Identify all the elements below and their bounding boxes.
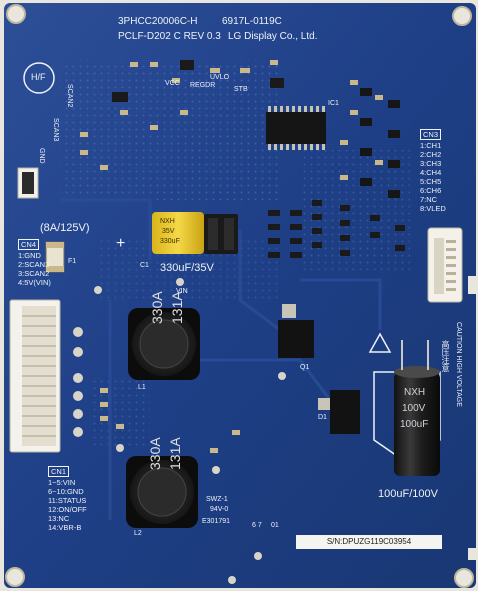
board-revision: PCLF-D202 C REV 0.3 <box>118 31 221 42</box>
hf-mark: H/F <box>31 72 46 82</box>
label-stb: STB <box>234 86 248 93</box>
main-controller-ic <box>266 106 326 150</box>
fuse-f1 <box>45 241 65 273</box>
inductor-l1-code-bottom: 131A <box>169 291 185 324</box>
caution-text: CAUTION HIGH VOLTAGE <box>455 322 462 407</box>
fuse-rating: (8A/125V) <box>40 222 90 234</box>
cn3-pin-6: 6:CH6 <box>420 186 442 195</box>
inductor-l2-code-top: 330A <box>147 437 163 470</box>
cn3-pin-5: 5:CH5 <box>420 177 442 186</box>
cn1-pin-1: 1~5:VIN <box>48 478 76 487</box>
label-uvlo: UVLO <box>210 74 230 81</box>
cap-left-rating: 330uF/35V <box>160 262 214 274</box>
date-code: E301791 <box>202 518 231 525</box>
cn4-pin-1: 1:GND <box>18 251 41 260</box>
label-gnd: GND <box>38 148 45 164</box>
diode-d1 <box>318 390 360 434</box>
cap-left-brand: NXH <box>160 218 175 225</box>
mounting-holes <box>5 4 474 588</box>
label-l1: L1 <box>138 384 146 391</box>
cap-right-brand: NXH <box>404 387 426 398</box>
label-scan3: SCAN3 <box>52 118 59 142</box>
lot-mark: 6 7 <box>252 522 262 529</box>
cn3-pin-4: 4:CH4 <box>420 168 442 177</box>
inductor-l1-code-top: 330A <box>149 291 165 324</box>
inductor-l1 <box>128 308 200 380</box>
lot-mark-2: 01 <box>271 522 279 529</box>
hf-mark-circle <box>23 62 55 94</box>
board-model: 6917L-0119C <box>222 16 282 27</box>
cap-left-voltage: 35V <box>162 228 175 235</box>
cap-right-voltage: 100V <box>402 403 426 414</box>
cn1-pin-2: 6~10:GND <box>48 487 84 496</box>
capacitor-100uf <box>373 340 441 476</box>
cn3-pin-1: 1:CH1 <box>420 141 442 150</box>
label-vcc: VCC <box>165 80 180 87</box>
board-part-number: 3PHCC20006C-H <box>118 16 198 27</box>
cn4-title: CN4 <box>18 239 40 250</box>
cn3-title: CN3 <box>420 129 442 140</box>
caution-text-jp: 高压注意 <box>441 340 450 372</box>
cn1-title: CN1 <box>48 466 70 477</box>
cn1-pin-5: 13:NC <box>48 514 70 523</box>
board-manufacturer: LG Display Co., Ltd. <box>228 31 318 42</box>
label-vin: VIN <box>176 288 188 295</box>
cap-right-rating: 100uF/100V <box>378 488 438 500</box>
cn3-pin-8: 8:VLED <box>420 204 446 213</box>
swz-mark: SWZ-1 <box>206 496 228 503</box>
caution-triangle-icon <box>368 332 392 353</box>
cn1-pin-3: 11:STATUS <box>48 496 87 505</box>
capacitor-330uf <box>152 212 238 254</box>
cn3-pin-3: 3:CH3 <box>420 159 442 168</box>
cn3-pin-2: 2:CH2 <box>420 150 442 159</box>
cn1-pin-4: 12:ON/OFF <box>48 505 87 514</box>
cn1-pin-6: 14:VBR-B <box>48 523 82 532</box>
label-regdr: REGDR <box>190 82 216 89</box>
cn3-connector <box>427 227 463 303</box>
label-q1: Q1 <box>300 364 310 371</box>
cn4-legend: CN4 1:GND 2:SCAN3 3:SCAN2 4:5V(VIN) <box>18 239 51 287</box>
cn3-legend: CN3 1:CH1 2:CH2 3:CH3 4:CH4 5:CH5 6:CH6 … <box>420 129 446 213</box>
cap-right-value: 100uF <box>400 419 429 430</box>
label-scan2: SCAN2 <box>66 84 73 108</box>
cn1-legend: CN1 1~5:VIN 6~10:GND 11:STATUS 12:ON/OFF… <box>48 466 87 532</box>
cn4-pin-4: 4:5V(VIN) <box>18 278 51 287</box>
cap-left-polarity: + <box>116 235 126 252</box>
inductor-l2-code-bottom: 131A <box>167 437 183 470</box>
cn1-connector <box>9 299 61 453</box>
transistor-q1 <box>278 304 314 358</box>
cn4-pin-3: 3:SCAN2 <box>18 269 50 278</box>
cn3-pin-7: 7:NC <box>420 195 438 204</box>
test-pads <box>73 278 286 584</box>
cn4-pin-2: 2:SCAN3 <box>18 260 50 269</box>
cap-left-value: 330uF <box>160 238 180 245</box>
label-ic1: IC1 <box>328 100 339 107</box>
serial-label: S/N:DPUZG119C03954 <box>296 535 442 549</box>
ul-mark: 94V-0 <box>210 506 229 513</box>
label-l2: L2 <box>134 530 142 537</box>
inductor-l2 <box>126 456 198 528</box>
gnd-connector <box>17 167 39 199</box>
label-d1: D1 <box>318 414 327 421</box>
label-f1: F1 <box>68 258 77 265</box>
label-c1: C1 <box>140 262 149 269</box>
